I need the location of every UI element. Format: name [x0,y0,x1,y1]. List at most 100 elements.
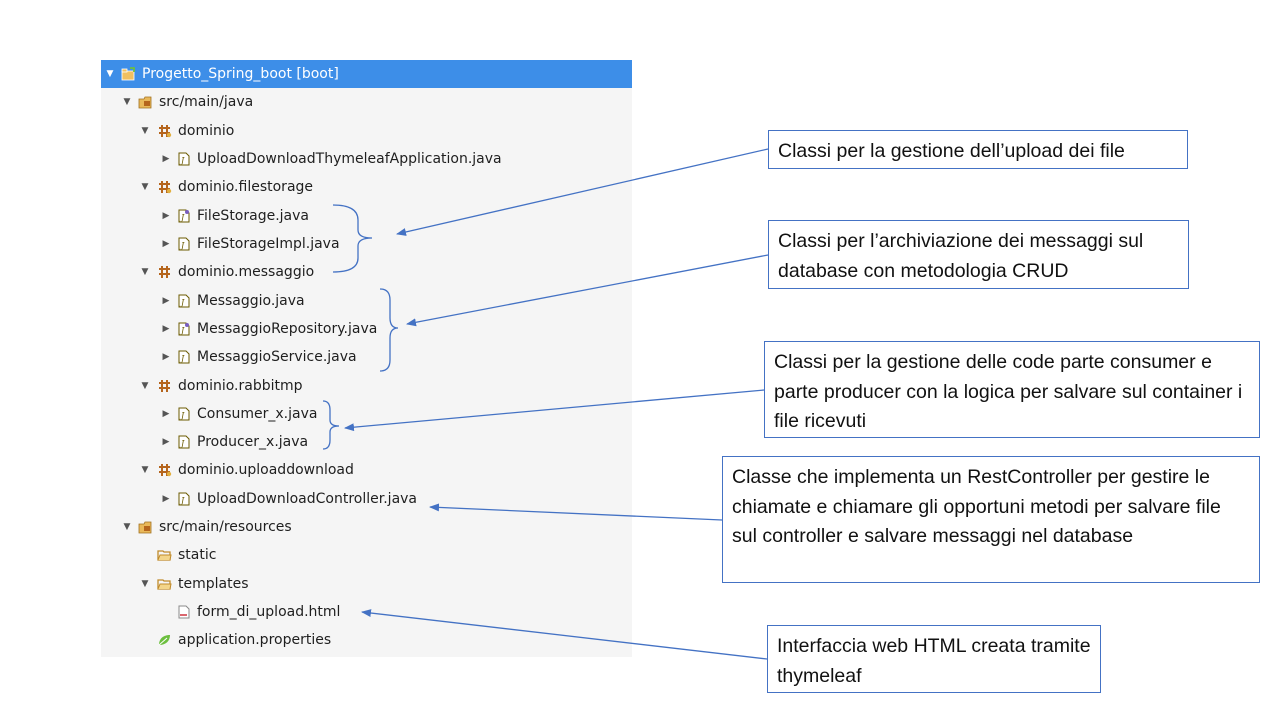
expand-down-icon[interactable]: ▼ [141,579,149,589]
package-icon [159,181,172,194]
tree-item-file-filestorageimpl[interactable]: ▶ J FileStorageImpl.java [101,230,632,258]
folder-icon [157,579,172,590]
java-file-icon: J [178,294,190,308]
java-file-icon: J [178,237,190,251]
tree-label: Producer_x.java [197,434,309,450]
folder-icon [157,550,172,561]
tree-label: MessaggioRepository.java [197,321,378,337]
tree-label: static [178,547,217,563]
tree-label: application.properties [178,632,332,648]
expand-right-icon[interactable]: ▶ [162,211,170,221]
tree-item-file-messaggio[interactable]: ▶ J Messaggio.java [101,287,632,315]
tree-item-file-messaggiorepository[interactable]: ▶ J MessaggioRepository.java [101,315,632,343]
tree-label: templates [178,576,249,592]
tree-label: dominio.rabbitmp [178,378,303,394]
expand-right-icon[interactable]: ▶ [162,324,170,334]
package-icon [159,125,172,138]
svg-text:J: J [179,241,185,250]
tree-label: UploadDownloadController.java [197,491,418,507]
tree-item-file-controller[interactable]: ▶ J UploadDownloadController.java [101,485,632,513]
tree-label: Messaggio.java [197,293,305,309]
svg-text:J: J [179,156,185,165]
expand-right-icon[interactable]: ▶ [162,154,170,164]
tree-item-package-rabbitmp[interactable]: ▼ dominio.rabbitmp [101,372,632,400]
arrow-queues [344,389,765,432]
tree-label: Consumer_x.java [197,406,318,422]
svg-text:J: J [179,496,185,505]
tree-item-folder-static[interactable]: static [101,541,632,569]
tree-item-file-consumer[interactable]: ▶ J Consumer_x.java [101,400,632,428]
source-folder-icon [138,521,152,534]
expand-right-icon[interactable]: ▶ [162,494,170,504]
tree-label: FileStorageImpl.java [197,236,340,252]
java-file-icon: J [178,435,190,449]
tree-item-file-form[interactable]: form_di_upload.html [101,598,632,626]
tree-item-package-uploaddownload[interactable]: ▼ dominio.uploaddownload [101,456,632,484]
expand-down-icon[interactable]: ▼ [106,69,114,79]
tree-item-src-main-java[interactable]: ▼ src/main/java [101,88,632,116]
arrow-upload [396,148,769,236]
expand-right-icon[interactable]: ▶ [162,437,170,447]
tree-item-file-messaggioservice[interactable]: ▶ J MessaggioService.java [101,343,632,371]
java-file-icon: J [178,407,190,421]
callout-web: Interfaccia web HTML creata tramite thym… [767,625,1101,693]
tree-item-folder-templates[interactable]: ▼ templates [101,570,632,598]
tree-item-file-filestorage[interactable]: ▶ J FileStorage.java [101,202,632,230]
java-file-icon: J [178,492,190,506]
tree-item-project-root[interactable]: ▼ Progetto_Spring_boot [boot] [101,60,632,88]
tree-label: form_di_upload.html [197,604,341,620]
arrow-web [361,609,768,660]
expand-right-icon[interactable]: ▶ [162,296,170,306]
tree-item-package-dominio[interactable]: ▼ dominio [101,117,632,145]
html-file-icon [178,605,190,619]
java-file-icon: J [178,152,190,166]
callout-controller: Classe che implementa un RestController … [722,456,1260,583]
svg-text:J: J [179,298,185,307]
tree-label: MessaggioService.java [197,349,357,365]
spring-leaf-icon [158,635,170,646]
bracket-messaggio [379,288,399,372]
expand-down-icon[interactable]: ▼ [141,267,149,277]
tree-item-src-main-resources[interactable]: ▼ src/main/resources [101,513,632,541]
project-explorer-tree: ▼ Progetto_Spring_boot [boot] ▼ src/main… [101,60,632,657]
expand-right-icon[interactable]: ▶ [162,239,170,249]
expand-down-icon[interactable]: ▼ [141,381,149,391]
svg-text:J: J [179,326,185,335]
tree-label: src/main/resources [159,519,292,535]
source-folder-icon [138,96,152,109]
svg-text:J: J [179,439,185,448]
tree-label: dominio.uploaddownload [178,462,354,478]
expand-down-icon[interactable]: ▼ [123,522,131,532]
java-file-icon: J [178,350,190,364]
package-icon [159,266,170,278]
tree-item-file-properties[interactable]: application.properties [101,626,632,654]
java-interface-icon: J [178,209,190,223]
tree-label: Progetto_Spring_boot [boot] [142,66,339,82]
svg-text:J: J [179,354,185,363]
tree-item-file-producer[interactable]: ▶ J Producer_x.java [101,428,632,456]
tree-item-file-application[interactable]: ▶ J UploadDownloadThymeleafApplication.j… [101,145,632,173]
tree-label: dominio [178,123,235,139]
expand-down-icon[interactable]: ▼ [141,182,149,192]
expand-down-icon[interactable]: ▼ [123,97,131,107]
tree-label: UploadDownloadThymeleafApplication.java [197,151,502,167]
callout-queues: Classi per la gestione delle code parte … [764,341,1260,438]
tree-label: dominio.messaggio [178,264,315,280]
tree-item-package-messaggio[interactable]: ▼ dominio.messaggio [101,258,632,286]
callout-upload: Classi per la gestione dell’upload dei f… [768,130,1188,169]
tree-item-package-filestorage[interactable]: ▼ dominio.filestorage [101,173,632,201]
bracket-filestorage [332,204,373,273]
expand-down-icon[interactable]: ▼ [141,465,149,475]
package-icon [159,380,170,392]
callout-crud: Classi per l’archiviazione dei messaggi … [768,220,1189,289]
expand-down-icon[interactable]: ▼ [141,126,149,136]
java-interface-icon: J [178,322,190,336]
arrow-crud [406,254,769,327]
svg-text:J: J [179,411,185,420]
arrow-controller [429,503,723,521]
expand-right-icon[interactable]: ▶ [162,352,170,362]
expand-right-icon[interactable]: ▶ [162,409,170,419]
tree-label: src/main/java [159,94,254,110]
tree-label: dominio.filestorage [178,179,314,195]
